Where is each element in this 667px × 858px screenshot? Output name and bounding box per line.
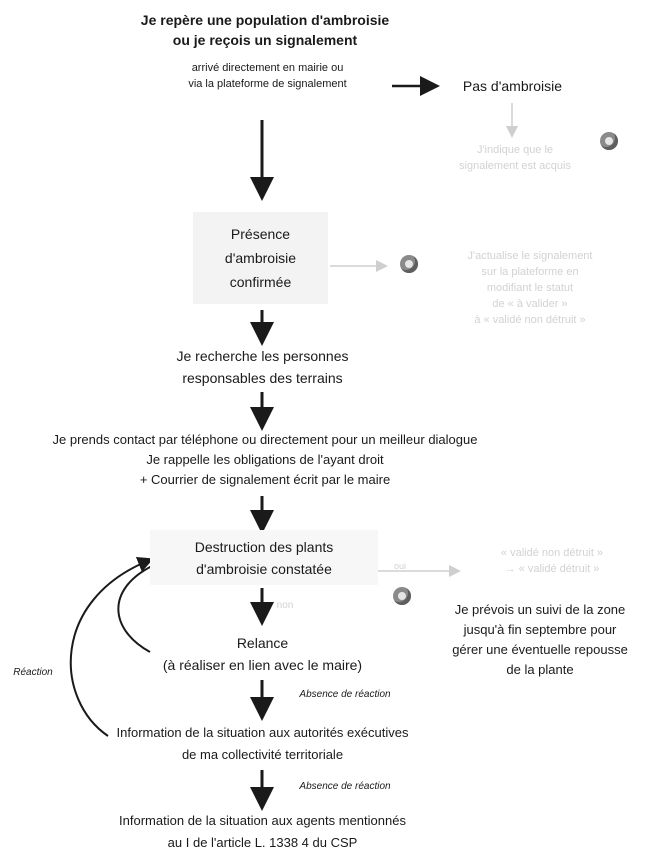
location-pin-icon <box>400 255 418 273</box>
destruction-status-note: « validé non détruit » → « validé détrui… <box>462 545 642 577</box>
info-exec-line1: Information de la situation aux autorité… <box>116 725 409 740</box>
info-agents-step: Information de la situation aux agents m… <box>80 810 445 854</box>
search-line1: Je recherche les personnes <box>176 348 349 364</box>
no-ambroisie-note-line1: J'indique que le <box>476 144 554 156</box>
presence-line1: Présence <box>230 226 291 242</box>
presence-label: Présence d'ambroisie confirmée <box>193 222 328 294</box>
update-note-line4: de « à valider » <box>492 298 568 310</box>
follow-up-icon <box>393 587 411 605</box>
step1-title-line2: ou je reçois un signalement <box>172 32 358 48</box>
search-step: Je recherche les personnes responsables … <box>130 345 395 389</box>
destruction-label: Destruction des plants d'ambroisie const… <box>150 536 378 580</box>
update-note-line2: sur la plateforme en <box>481 266 579 278</box>
no-ambroisie-note: J'indique que le signalement est acquis <box>440 142 590 174</box>
follow-up-line3: gérer une éventuelle repousse <box>452 642 628 657</box>
follow-up-line4: de la plante <box>506 662 574 677</box>
info-exec-line2: de ma collectivité territoriale <box>181 747 344 762</box>
update-note-line1: J'actualise le signalement <box>467 250 593 262</box>
search-line2: responsables des terrains <box>182 370 343 386</box>
presence-line3: confirmée <box>229 274 292 290</box>
presence-box <box>193 212 328 304</box>
status-line1: « validé non détruit » <box>500 547 604 559</box>
info-exec-step: Information de la situation aux autorité… <box>100 722 425 766</box>
follow-up-line2: jusqu'à fin septembre pour <box>463 622 617 637</box>
contact-step: Je prends contact par téléphone ou direc… <box>0 430 530 490</box>
contact-line2: Je rappelle les obligations de l'ayant d… <box>146 452 384 467</box>
step1-title-line1: Je repère une population d'ambroisie <box>140 12 390 28</box>
step1-sub-line2: via la plateforme de signalement <box>188 78 347 90</box>
presence-line2: d'ambroisie <box>224 250 297 266</box>
branch-no-label: non <box>276 600 294 611</box>
no-ambroisie-label: Pas d'ambroisie <box>462 78 563 94</box>
step1-subtitle: arrivé directement en mairie ou via la p… <box>150 60 385 92</box>
contact-line1: Je prends contact par téléphone ou direc… <box>52 432 478 447</box>
info-agents-line2: au I de l'article L. 1338 4 du CSP <box>167 835 358 850</box>
relance-line2: (à réaliser en lien avec le maire) <box>162 657 363 673</box>
reaction-curve-inner <box>117 565 153 653</box>
destruction-box <box>150 530 378 585</box>
relance-step: Relance (à réaliser en lien avec le mair… <box>135 632 390 676</box>
status-line2: → « validé détruit » <box>504 563 600 575</box>
follow-up-note: Je prévois un suivi de la zone jusqu'à f… <box>420 600 660 680</box>
contact-line3: + Courrier de signalement écrit par le m… <box>139 472 391 487</box>
follow-up-line1: Je prévois un suivi de la zone <box>454 602 626 617</box>
reaction-label: Réaction <box>13 667 53 678</box>
update-note: J'actualise le signalement sur la platef… <box>430 248 630 328</box>
info-agents-line1: Information de la situation aux agents m… <box>119 813 406 828</box>
destruction-line1: Destruction des plants <box>194 539 334 555</box>
absence-reaction-1: Absence de réaction <box>299 689 391 700</box>
reaction-curve-outer <box>69 557 154 737</box>
destruction-line2: d'ambroisie constatée <box>196 561 332 577</box>
step1-sub-line1: arrivé directement en mairie ou <box>191 62 344 74</box>
relance-line1: Relance <box>236 635 289 651</box>
step1-title: Je repère une population d'ambroisie ou … <box>100 10 430 50</box>
update-note-line5: à « validé non détruit » <box>474 314 586 326</box>
branch-yes-label: oui <box>393 561 406 571</box>
location-pin-icon <box>600 132 618 150</box>
absence-reaction-2: Absence de réaction <box>299 781 391 792</box>
no-ambroisie-note-line2: signalement est acquis <box>459 160 571 172</box>
update-note-line3: modifiant le statut <box>486 282 574 294</box>
